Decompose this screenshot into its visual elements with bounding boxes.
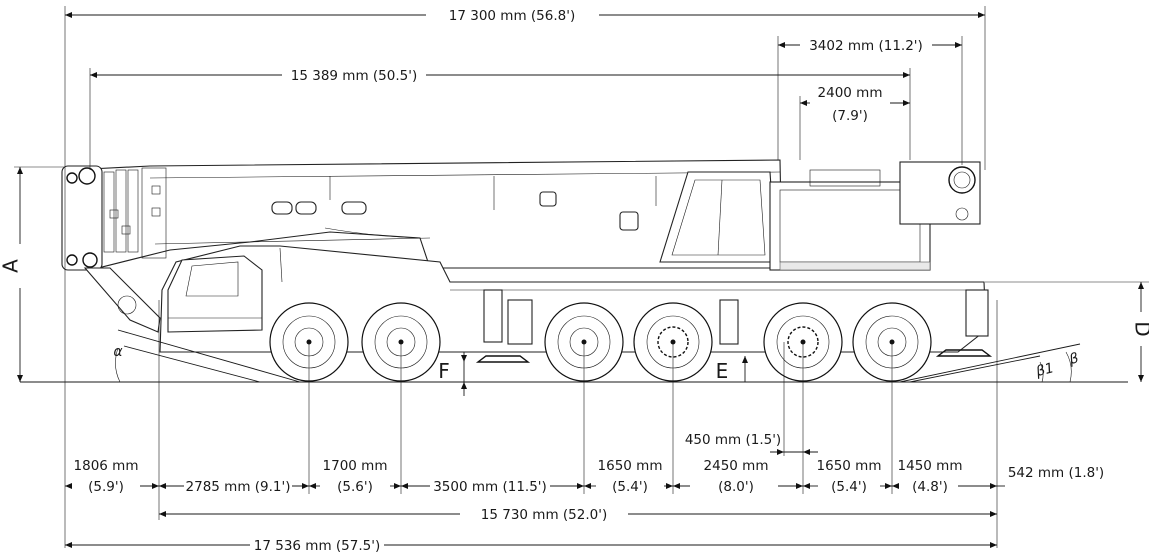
dim-axle-2785: 2785 mm (9.1') [186,479,291,495]
dim-overall-top: 17 300 mm (56.8') [449,8,575,24]
outrigger-pads [475,289,993,363]
dim-axle-3500: 3500 mm (11.5') [433,479,547,495]
dim-axle-1450-mm: 1450 mm [898,458,963,474]
label-beta: β [1067,350,1081,368]
operator-cab [659,171,777,263]
dim-axle-1700-mm: 1700 mm [323,458,388,474]
dim-boom-length: 15 389 mm (50.5') [291,68,417,84]
dimension-labels: 17 300 mm (56.8') 3402 mm (11.2') 15 389… [0,8,1149,554]
label-alpha: α [113,344,123,360]
dim-front-overhang-ft: (5.9') [88,479,124,495]
label-D: D [1131,321,1149,336]
dim-axle-1700-ft: (5.6') [337,479,373,495]
dim-rear-3402: 3402 mm (11.2') [809,38,923,54]
dim-offset-450: 450 mm (1.5') [685,432,781,448]
winch-drum [948,166,976,194]
dim-axle-1650b-ft: (5.4') [831,479,867,495]
departure-angle-line [899,343,1081,383]
dim-front-overhang-mm: 1806 mm [74,458,139,474]
label-beta1: β1 [1033,360,1055,380]
dim-rear-overhang: 542 mm (1.8') [1008,465,1104,481]
approach-angle-line [117,329,301,383]
label-E: E [716,359,729,383]
crane-illustration [20,159,1128,383]
winch-housing [899,161,981,225]
dim-axle-2450-ft: (8.0') [718,479,754,495]
dim-outrigger-span: 15 730 mm (52.0') [481,507,607,523]
boom-head [61,165,167,271]
dim-axle-2450-mm: 2450 mm [704,458,769,474]
dimension-lines [14,6,1149,548]
dim-axle-1650b-mm: 1650 mm [817,458,882,474]
dim-rear-2400-ft: (7.9') [832,108,868,124]
dim-axle-1450-ft: (4.8') [912,479,948,495]
hook-block [83,267,161,333]
dim-rear-2400: 2400 mm [818,85,883,101]
dim-overall-bottom: 17 536 mm (57.5') [254,538,380,554]
label-A: A [0,259,23,273]
dim-axle-1650a-ft: (5.4') [612,479,648,495]
label-F: F [438,359,450,383]
dim-axle-1650a-mm: 1650 mm [598,458,663,474]
driver-cab [167,255,263,333]
